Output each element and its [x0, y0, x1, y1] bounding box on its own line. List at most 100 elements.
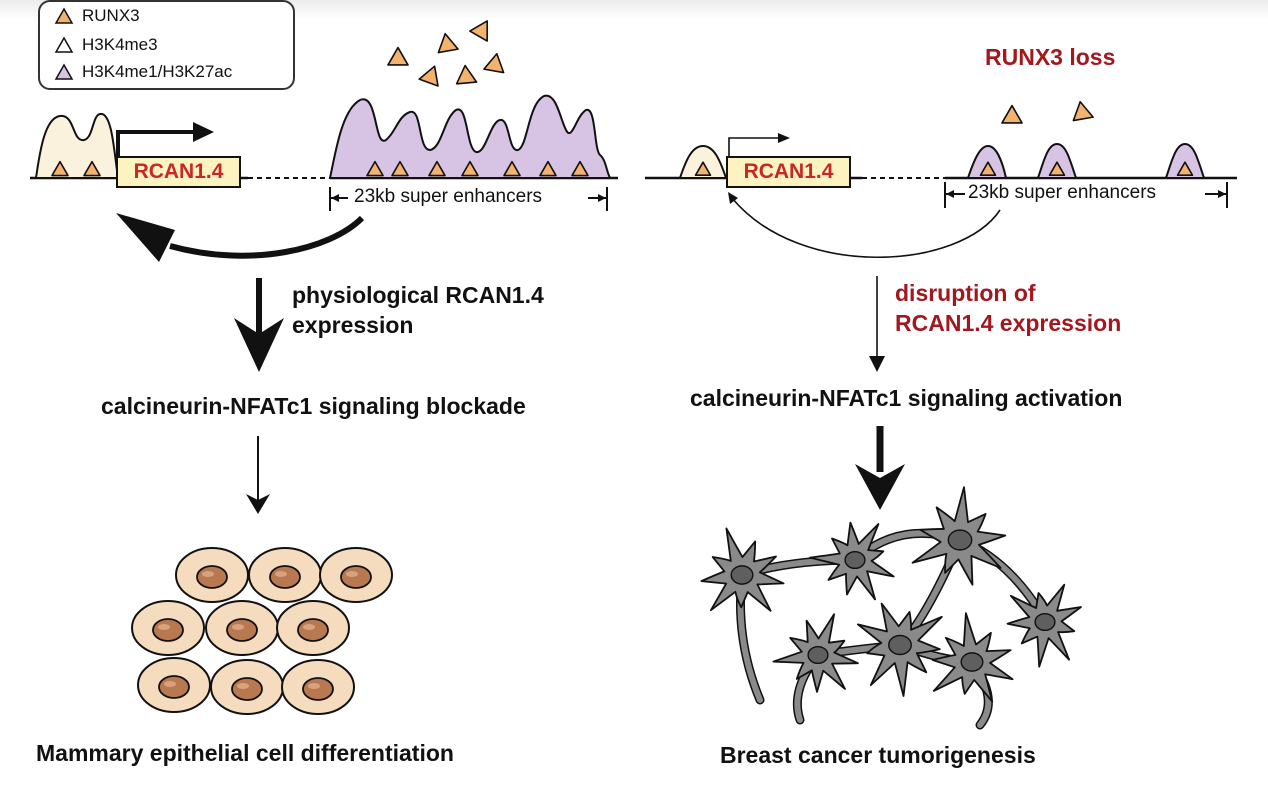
tumor-cell — [809, 521, 895, 601]
right-gene-box: RCAN1.4 — [726, 156, 851, 188]
tumor-cell-nucleus — [807, 645, 829, 665]
nucleus-highlight — [158, 624, 170, 630]
epithelial-cell — [137, 657, 211, 713]
right-gene-label: RCAN1.4 — [743, 160, 834, 183]
tumor-cell — [931, 612, 1014, 703]
runx3-triangle-icon — [571, 160, 589, 177]
epithelial-cell — [319, 547, 393, 603]
right-pathway-label: calcineurin-NFATc1 signaling activation — [690, 385, 1123, 411]
left-enhancer-span-label: 23kb super enhancers — [354, 186, 543, 207]
left-runx3-markers — [51, 20, 589, 177]
tumor-cell — [857, 602, 943, 697]
right-outcome-label: Breast cancer tumorigenesis — [720, 742, 1036, 768]
cell-nucleus — [158, 675, 190, 699]
left-gene-box: RCAN1.4 — [116, 156, 241, 188]
runx3-triangle-icon — [83, 160, 101, 177]
cell-nucleus — [297, 618, 329, 642]
h3k4me3-triangle-icon — [54, 36, 74, 53]
cell-nucleus — [340, 565, 372, 589]
left-outcome-label: Mammary epithelial cell differentiation — [36, 740, 454, 766]
right-enhancer-peak-3 — [1164, 142, 1206, 179]
left-gene-label: RCAN1.4 — [133, 160, 224, 183]
left-genome-track — [30, 94, 618, 514]
runx3-triangle-icon — [366, 160, 384, 177]
epithelial-cell — [205, 600, 279, 656]
nucleus-highlight — [164, 681, 176, 687]
right-runx3-markers — [694, 100, 1194, 177]
right-tss-arrowhead — [778, 133, 790, 143]
runx3-triangle-icon — [461, 160, 479, 177]
runx3-triangle-icon — [418, 65, 439, 87]
tumor-cell-nucleus — [844, 550, 866, 570]
right-down-arrowhead-2 — [855, 464, 905, 510]
runx3-triangle-icon — [539, 160, 557, 177]
right-span-arrow-a — [946, 190, 954, 198]
tumor-cell-nucleus — [947, 529, 973, 551]
left-step1-label: physiological RCAN1.4 expression — [292, 282, 544, 338]
cell-nucleus — [302, 677, 334, 701]
nucleus-highlight — [303, 624, 315, 630]
runx3-triangle-icon — [391, 160, 409, 177]
tumor-cell-nucleus — [960, 652, 984, 672]
tumor-cell — [772, 613, 859, 693]
runx3-triangle-icon — [1072, 100, 1094, 122]
runx3-triangle-icon — [503, 160, 521, 177]
cell-nucleus — [196, 565, 228, 589]
cell-nucleus — [269, 565, 301, 589]
epithelial-cell — [210, 659, 284, 715]
tumor-cell-nucleus — [730, 565, 754, 585]
runx3-triangle-icon — [437, 32, 459, 54]
right-step1-label: disruption of RCAN1.4 expression — [895, 280, 1122, 336]
tumor-cell-nucleus — [1034, 612, 1056, 632]
left-pathway-label: calcineurin-NFATc1 signaling blockade — [101, 393, 526, 419]
runx3-triangle-icon — [1001, 104, 1023, 124]
tumor-cells — [700, 486, 1082, 730]
legend-label: RUNX3 — [82, 6, 140, 25]
epithelial-cell — [131, 600, 205, 656]
left-tss-arrow — [116, 130, 200, 162]
nucleus-highlight — [232, 624, 244, 630]
nucleus-highlight — [202, 571, 214, 577]
runx3-triangle-icon — [469, 20, 489, 42]
left-feedback-arrow — [169, 215, 365, 259]
legend-label: H3K4me3 — [82, 35, 158, 54]
right-down-arrowhead-1 — [869, 356, 885, 372]
left-span-arrow-a — [331, 194, 339, 202]
left-tss-arrowhead — [193, 122, 214, 142]
runx3-triangle-icon — [54, 7, 74, 24]
left-down-arrowhead-2 — [246, 494, 270, 514]
runx3-triangle-icon — [1048, 161, 1066, 177]
runx3-triangle-icon — [694, 161, 712, 177]
tumor-cell — [1006, 583, 1082, 668]
runx3-triangle-icon — [387, 46, 409, 66]
tumor-cell — [700, 527, 785, 612]
right-feedback-arrow — [731, 197, 1001, 258]
epithelial-cell — [175, 547, 249, 603]
epithelial-cell — [276, 600, 350, 656]
tumor-cell-nucleus — [888, 634, 912, 656]
left-down-arrowhead-1 — [234, 318, 284, 372]
cell-nucleus — [226, 618, 258, 642]
legend-label: H3K4me1/H3K27ac — [82, 62, 233, 81]
right-span-arrow-b — [1218, 190, 1226, 198]
cell-nucleus — [231, 677, 263, 701]
runx3-triangle-icon — [979, 161, 997, 177]
right-enhancer-peak-1 — [966, 144, 1008, 179]
nucleus-highlight — [308, 683, 320, 689]
top-shading — [0, 0, 1268, 20]
right-tss-arrow — [728, 137, 782, 160]
nucleus-highlight — [275, 571, 287, 577]
legend-item-h3k4me1-h3k27ac: H3K4me1/H3K27ac — [54, 61, 232, 83]
left-promoter-peak — [34, 113, 120, 179]
legend: RUNX3 H3K4me3 H3K4me1/H3K27ac — [38, 0, 295, 90]
tumor-cell — [911, 486, 1007, 586]
epithelial-cell — [248, 547, 322, 603]
runx3-triangle-icon — [428, 160, 446, 177]
epithelial-cell — [281, 659, 355, 715]
runx3-triangle-icon — [51, 160, 69, 177]
right-enhancer-span-label: 23kb super enhancers — [968, 182, 1157, 203]
right-condition-label: RUNX3 loss — [985, 44, 1116, 70]
nucleus-highlight — [346, 571, 358, 577]
runx3-triangle-icon — [455, 64, 478, 85]
